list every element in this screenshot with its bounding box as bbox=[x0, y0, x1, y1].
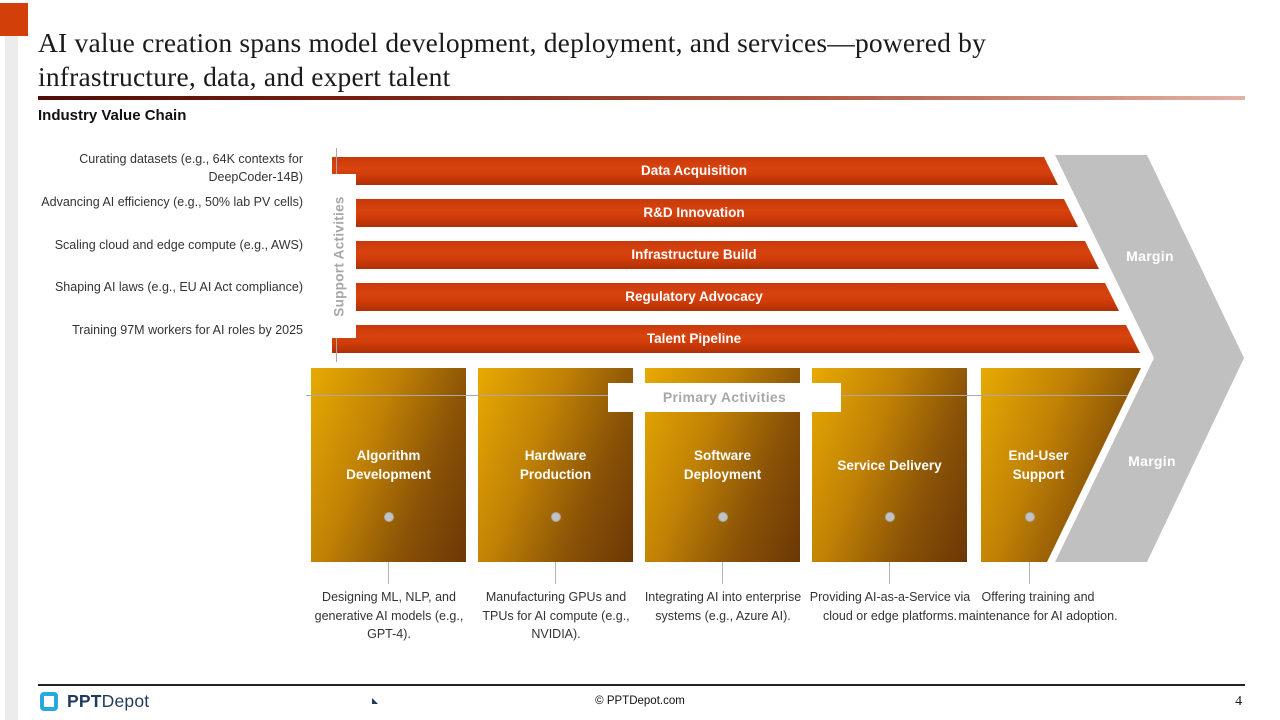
footer-divider bbox=[38, 684, 1245, 686]
page-number: 4 bbox=[1235, 693, 1242, 708]
connector-dot bbox=[885, 512, 895, 522]
logo-frame bbox=[40, 692, 58, 711]
page-title-line2: infrastructure, data, and expert talent bbox=[38, 60, 451, 92]
brand-name: PPTDepot bbox=[67, 691, 149, 712]
logo-bar bbox=[372, 690, 378, 704]
primary-box-label: Algorithm Development bbox=[346, 448, 431, 482]
brand-name-rest: Depot bbox=[101, 690, 150, 711]
primary-box-description: Designing ML, NLP, and generative AI mod… bbox=[314, 590, 464, 641]
support-bar-label: Infrastructure Build bbox=[631, 247, 757, 262]
support-bar-rd-innovation: R&D Innovation bbox=[332, 199, 1078, 227]
section-heading: Industry Value Chain bbox=[38, 107, 187, 124]
support-bar-label: Data Acquisition bbox=[640, 163, 747, 178]
support-note: Advancing AI efficiency (e.g., 50% lab P… bbox=[41, 195, 303, 209]
primary-box-label: Service Delivery bbox=[837, 457, 942, 473]
support-bar-infrastructure-build: Infrastructure Build bbox=[332, 241, 1099, 269]
connector-dot bbox=[1025, 512, 1035, 522]
margin-label-bottom: Margin bbox=[1128, 453, 1176, 469]
primary-box-description: Offering training and maintenance for AI… bbox=[958, 590, 1118, 623]
support-note: Curating datasets (e.g., 64K contexts fo… bbox=[79, 152, 303, 184]
primary-box-label: End-User Support bbox=[1008, 448, 1069, 482]
support-note: Shaping AI laws (e.g., EU AI Act complia… bbox=[54, 280, 303, 294]
primary-axis-label: Primary Activities bbox=[608, 383, 841, 412]
primary-box-label: Hardware Production bbox=[519, 448, 592, 482]
primary-box-description: Integrating AI into enterprise systems (… bbox=[644, 590, 802, 623]
pptdepot-logo-icon bbox=[40, 690, 60, 712]
support-axis-label-box: Support Activities bbox=[322, 174, 356, 338]
support-bar-talent-pipeline: Talent Pipeline bbox=[332, 325, 1140, 353]
support-bar-data-acquisition: Data Acquisition bbox=[332, 157, 1058, 185]
support-note: Training 97M workers for AI roles by 202… bbox=[72, 323, 303, 337]
connector-dot bbox=[718, 512, 728, 522]
title-divider bbox=[38, 96, 1245, 100]
support-bar-label: Regulatory Advocacy bbox=[625, 289, 763, 304]
primary-box-description: Providing AI-as-a-Service via cloud or e… bbox=[809, 590, 971, 623]
support-note: Scaling cloud and edge compute (e.g., AW… bbox=[54, 238, 303, 252]
left-accent-strip bbox=[5, 36, 18, 720]
primary-box-algorithm-development: Algorithm Development bbox=[311, 368, 466, 562]
margin-label-top: Margin bbox=[1126, 248, 1174, 264]
connector-dot bbox=[384, 512, 394, 522]
support-axis-label: Support Activities bbox=[331, 195, 347, 317]
primary-box-label: Software Deployment bbox=[683, 448, 762, 482]
corner-accent-square bbox=[0, 3, 28, 36]
support-bar-label: Talent Pipeline bbox=[646, 331, 742, 346]
connector-dot bbox=[551, 512, 561, 522]
support-bar-regulatory-advocacy: Regulatory Advocacy bbox=[332, 283, 1119, 311]
primary-box-hardware-production: Hardware Production bbox=[478, 368, 633, 562]
copyright-text: © PPTDepot.com bbox=[595, 695, 685, 707]
page-title: AI value creation spans model developmen… bbox=[38, 26, 1248, 93]
brand-name-bold: PPT bbox=[67, 690, 102, 711]
page-title-line1: AI value creation spans model developmen… bbox=[38, 27, 987, 58]
support-bar-label: R&D Innovation bbox=[643, 205, 745, 220]
brand-logo: PPTDepot bbox=[40, 690, 149, 712]
primary-box-description: Manufacturing GPUs and TPUs for AI compu… bbox=[482, 590, 630, 641]
